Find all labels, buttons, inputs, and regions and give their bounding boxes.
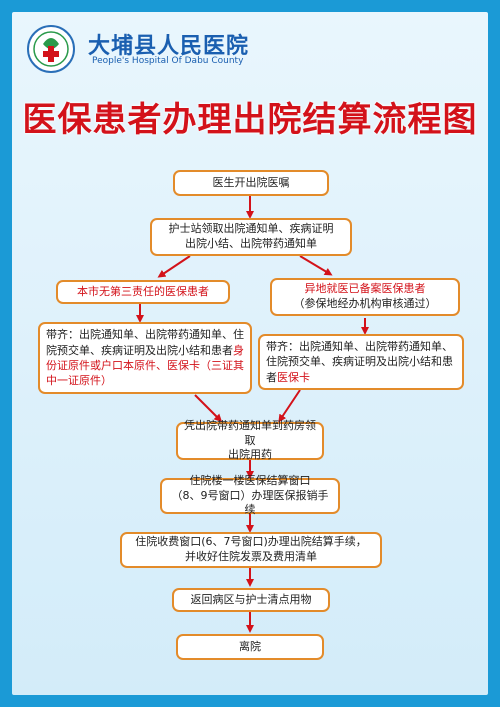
step-leave-hospital: 离院 — [176, 634, 324, 660]
right-required-documents: 带齐：出院通知单、出院带药通知单、住院预交单、疾病证明及出院小结和患者医保卡 — [258, 334, 464, 390]
step-pharmacy-line2: 出院用药 — [228, 448, 272, 462]
arrow-2-left — [157, 255, 191, 278]
step-billing-window-line2: 并收好住院发票及费用清单 — [185, 550, 317, 563]
step-discharge-order-text: 医生开出院医嘱 — [212, 176, 290, 190]
step-return-ward-text: 返回病区与护士清点用物 — [190, 593, 312, 607]
step-billing-window: 住院收费窗口(6、7号窗口)办理出院结算手续， 并收好住院发票及费用清单 — [120, 532, 382, 568]
hospital-name-cn: 大埔县人民医院 — [88, 34, 250, 59]
arrow-4-left — [194, 394, 223, 423]
right-required-documents-text: 带齐：出院通知单、出院带药通知单、住院预交单、疾病证明及出院小结和患者 — [266, 339, 453, 384]
branch-local-patient: 本市无第三责任的医保患者 — [56, 280, 230, 304]
step-return-ward: 返回病区与护士清点用物 — [172, 588, 330, 612]
step-pharmacy-line1: 凭出院带药通知单到药房领取 — [184, 418, 316, 447]
branch-remote-patient: 异地就医已备案医保患者 （参保地经办机构审核通过） — [270, 278, 460, 316]
left-required-documents-highlight: 身份证原件或户口本原件、医保卡（三证其中一证原件） — [46, 343, 244, 388]
branch-local-patient-text: 本市无第三责任的医保患者 — [77, 285, 209, 299]
step-billing-window-line1: 住院收费窗口(6、7号窗口)办理出院结算手续， — [135, 535, 367, 549]
hospital-logo-icon — [27, 25, 75, 73]
step-collect-documents: 护士站领取出院通知单、疾病证明 出院小结、出院带药通知单 — [150, 218, 352, 256]
arrow-2-right — [299, 255, 333, 276]
step-insurance-window-line1: 住院楼一楼医保结算窗口 — [189, 473, 311, 487]
left-required-documents: 带齐：出院通知单、出院带药通知单、住院预交单、疾病证明及出院小结和患者身份证原件… — [38, 322, 252, 394]
branch-remote-patient-line1: 异地就医已备案医保患者 — [304, 282, 426, 296]
right-required-documents-highlight: 医保卡 — [277, 370, 310, 384]
step-collect-documents-line1: 护士站领取出院通知单、疾病证明 — [168, 222, 334, 236]
step-discharge-order: 医生开出院医嘱 — [173, 170, 329, 196]
step-insurance-window-line2: （8、9号窗口）办理医保报销手续 — [171, 488, 329, 517]
left-required-documents-text: 带齐：出院通知单、出院带药通知单、住院预交单、疾病证明及出院小结和患者 — [46, 328, 244, 357]
step-pharmacy: 凭出院带药通知单到药房领取 出院用药 — [176, 418, 324, 462]
branch-remote-patient-line2: （参保地经办机构审核通过） — [293, 297, 437, 310]
step-collect-documents-line2: 出院小结、出院带药通知单 — [185, 237, 317, 250]
step-insurance-window: 住院楼一楼医保结算窗口 （8、9号窗口）办理医保报销手续 — [160, 474, 340, 516]
arrow-4-right — [278, 389, 301, 423]
step-leave-hospital-text: 离院 — [239, 640, 261, 654]
page-title: 医保患者办理出院结算流程图 — [22, 100, 478, 140]
hospital-name-en: People's Hospital Of Dabu County — [92, 56, 244, 66]
